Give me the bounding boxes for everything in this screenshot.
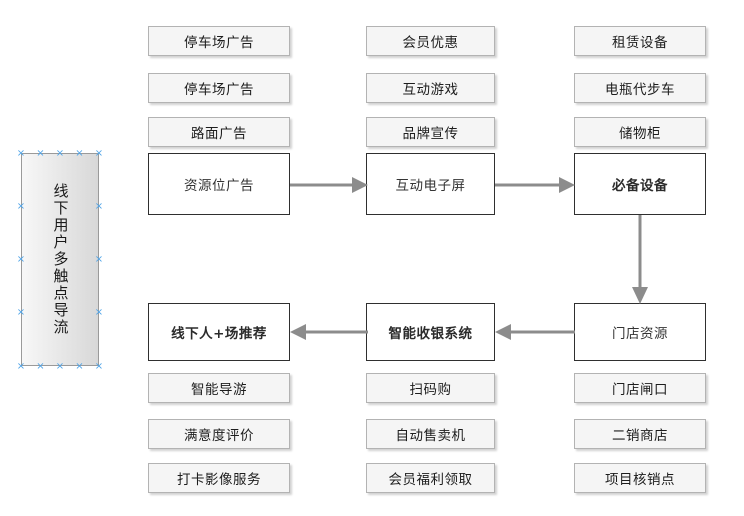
chip-col3-top-2[interactable]: 电瓶代步车 <box>574 73 706 103</box>
arrow-smart-cashier-to-offline-recommend <box>290 324 368 340</box>
arrow-essential-equipment-to-store-resource <box>632 215 648 304</box>
selected-shape-label: 线下用户多触点导流 <box>51 183 70 336</box>
selection-handle-n2[interactable]: × <box>75 147 84 159</box>
selection-handle-e2[interactable]: × <box>94 306 104 318</box>
arrow-resource-ad-to-interactive-screen <box>290 177 368 193</box>
chip-col3-top-3[interactable]: 储物柜 <box>574 117 706 147</box>
chip-col2-bottom-1[interactable]: 扫码购 <box>366 373 495 403</box>
arrow-interactive-screen-to-essential-equipment <box>495 177 575 193</box>
selection-handle-s2[interactable]: × <box>75 360 84 372</box>
chip-col2-bottom-3[interactable]: 会员福利领取 <box>366 463 495 493</box>
chip-col2-top-2[interactable]: 互动游戏 <box>366 73 495 103</box>
node-store-resource[interactable]: 门店资源 <box>574 303 706 361</box>
chip-col3-top-1[interactable]: 租赁设备 <box>574 26 706 56</box>
node-essential-equipment[interactable]: 必备设备 <box>574 153 706 215</box>
arrow-store-resource-to-smart-cashier <box>495 324 575 340</box>
node-offline-people-place-recommend[interactable]: 线下人+场推荐 <box>148 303 290 361</box>
selection-handle-n[interactable]: × <box>55 147 65 159</box>
chip-col1-top-1[interactable]: 停车场广告 <box>148 26 290 56</box>
chip-col3-bottom-1[interactable]: 门店闸口 <box>574 373 706 403</box>
chip-col1-bottom-3[interactable]: 打卡影像服务 <box>148 463 290 493</box>
chip-col2-bottom-2[interactable]: 自动售卖机 <box>366 419 495 449</box>
selection-handle-s1[interactable]: × <box>36 360 45 372</box>
selected-shape-offline-traffic[interactable]: 线下用户多触点导流 <box>21 153 99 366</box>
chip-col1-top-2[interactable]: 停车场广告 <box>148 73 290 103</box>
selection-handle-e[interactable]: × <box>94 253 104 265</box>
chip-col2-top-3[interactable]: 品牌宣传 <box>366 117 495 147</box>
chip-col3-bottom-3[interactable]: 项目核销点 <box>574 463 706 493</box>
selection-handle-w[interactable]: × <box>16 253 26 265</box>
selection-handle-se[interactable]: × <box>94 360 104 372</box>
selection-handle-nw[interactable]: × <box>16 147 26 159</box>
selection-handle-s[interactable]: × <box>55 360 65 372</box>
chip-col2-top-1[interactable]: 会员优惠 <box>366 26 495 56</box>
chip-col1-bottom-1[interactable]: 智能导游 <box>148 373 290 403</box>
node-resource-ad[interactable]: 资源位广告 <box>148 153 290 215</box>
node-smart-cashier-system[interactable]: 智能收银系统 <box>366 303 495 361</box>
selection-handle-w1[interactable]: × <box>16 200 26 212</box>
selection-handle-e1[interactable]: × <box>94 200 104 212</box>
selection-handle-sw[interactable]: × <box>16 360 26 372</box>
selection-handle-n1[interactable]: × <box>36 147 45 159</box>
selection-handle-ne[interactable]: × <box>94 147 104 159</box>
chip-col1-bottom-2[interactable]: 满意度评价 <box>148 419 290 449</box>
selection-handle-w2[interactable]: × <box>16 306 26 318</box>
chip-col1-top-3[interactable]: 路面广告 <box>148 117 290 147</box>
node-interactive-screen[interactable]: 互动电子屏 <box>366 153 495 215</box>
chip-col3-bottom-2[interactable]: 二销商店 <box>574 419 706 449</box>
